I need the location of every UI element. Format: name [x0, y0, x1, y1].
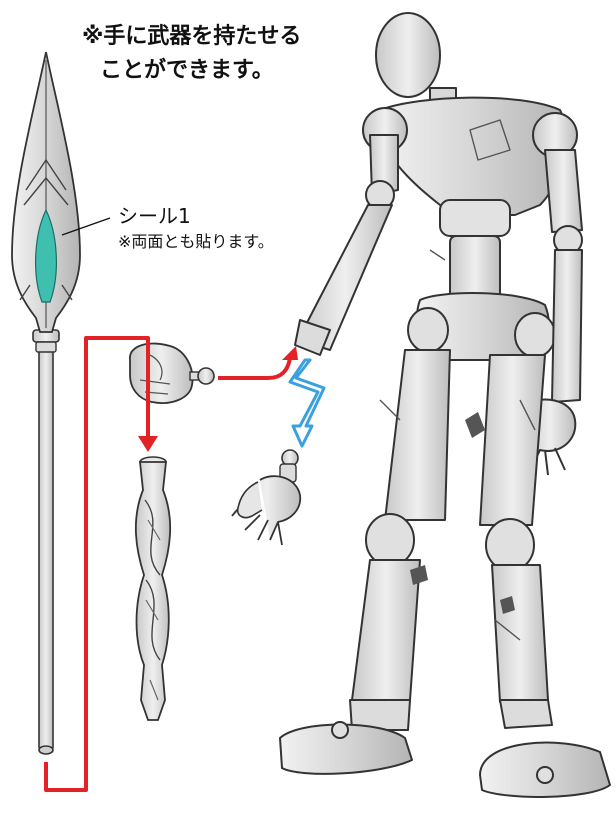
sticker-callout-label: シール1	[118, 204, 191, 228]
weapon-grip-hand-icon	[130, 344, 214, 404]
spear-icon	[12, 52, 80, 754]
instruction-caption-line2: ことができます。	[100, 56, 274, 86]
instruction-caption-line1: ※手に武器を持たせる	[82, 22, 301, 52]
twisted-handle-icon	[136, 457, 170, 720]
sticker-callout-note: ※両面とも貼ります。	[118, 232, 274, 252]
action-figure-body-illustration	[280, 13, 610, 797]
red-arrowhead-up	[282, 346, 298, 360]
red-arrowhead-down	[138, 436, 158, 452]
red-arrow-assembly	[46, 338, 290, 790]
blue-zigzag-arrow	[290, 360, 324, 446]
open-hand-icon	[232, 450, 300, 545]
